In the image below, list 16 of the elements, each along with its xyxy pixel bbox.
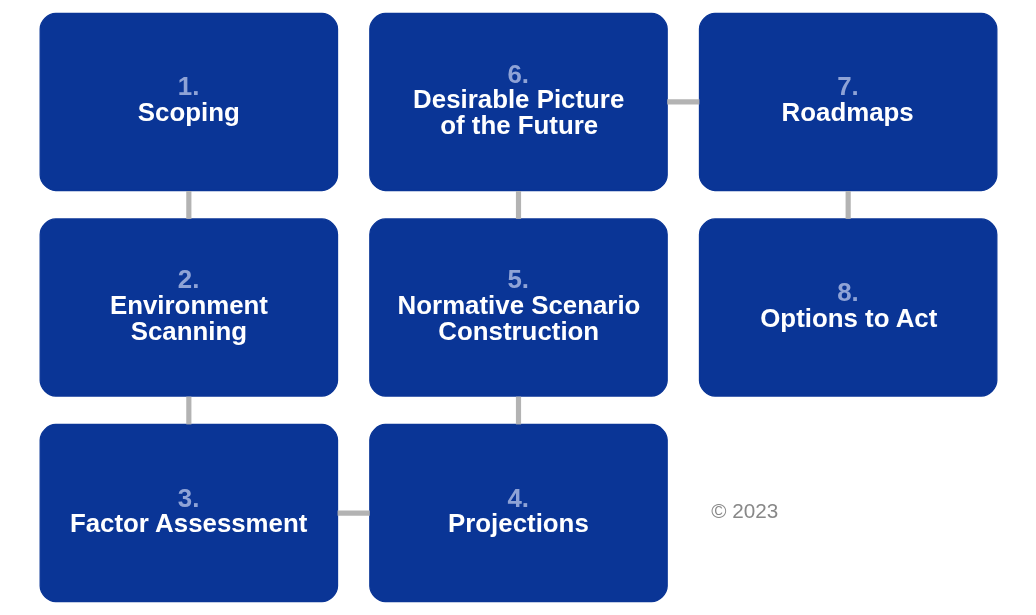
node-box: 7. Roadmaps (698, 12, 997, 192)
node-box: 5. Normative Scenario Construction (368, 218, 668, 397)
connector (845, 191, 851, 219)
node-box: 4. Projections (368, 423, 668, 603)
connector (515, 396, 521, 425)
node-box: 1. Scoping (39, 12, 338, 192)
connector (666, 99, 699, 105)
connector (515, 191, 521, 219)
node-box: 8. Options to Act (698, 218, 997, 397)
label: © 2023 (710, 498, 778, 522)
connector (337, 510, 370, 516)
node-box: 3. Factor Assessment (39, 423, 338, 603)
connector (185, 191, 191, 219)
connector (185, 396, 191, 425)
node-box: 2. Environment Scanning (39, 218, 338, 397)
node-box: 6. Desirable Picture of the Future (368, 12, 668, 192)
